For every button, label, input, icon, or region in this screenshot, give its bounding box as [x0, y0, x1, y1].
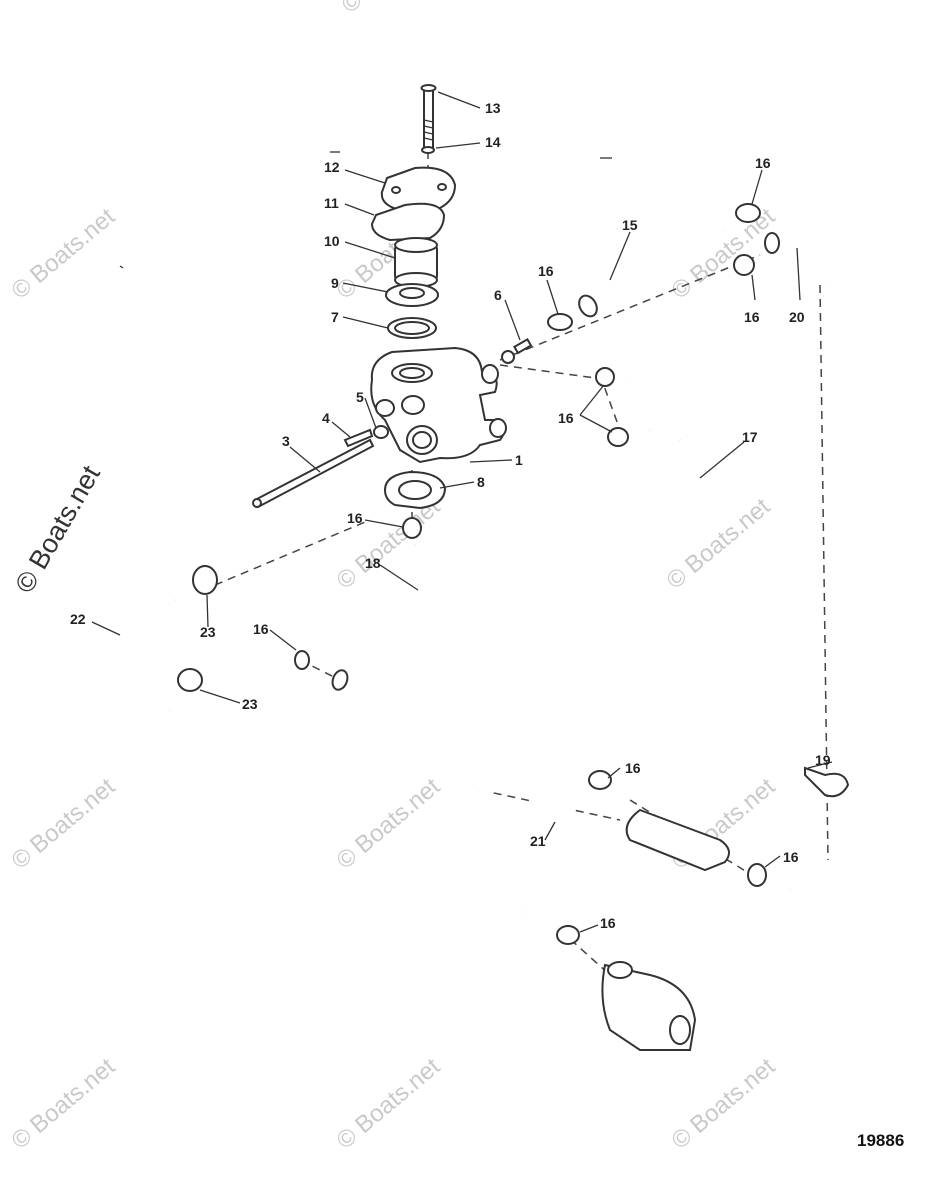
- cover-plate-part-12: [380, 166, 457, 212]
- callout-16: 16: [600, 915, 616, 931]
- callout-4: 4: [322, 410, 330, 426]
- hose-part-15: [578, 221, 730, 318]
- gasket-hole: [398, 480, 432, 500]
- callout-23: 23: [242, 696, 258, 712]
- plate-hole: [437, 183, 447, 191]
- hose-part-21: [473, 745, 631, 921]
- callout-12: 12: [324, 159, 340, 175]
- hose-clamps: [177, 203, 767, 945]
- callout-15: 15: [622, 217, 638, 233]
- callout-8: 8: [477, 474, 485, 490]
- watermark: © Boats.net: [7, 773, 121, 875]
- callout-22: 22: [70, 611, 86, 627]
- callout-23: 23: [200, 624, 216, 640]
- callout-6: 6: [494, 287, 502, 303]
- hose-part-22: [98, 589, 179, 743]
- stud-end: [252, 498, 262, 508]
- callout-14: 14: [485, 134, 501, 150]
- watermark: © Boats.net: [332, 1053, 446, 1155]
- clamp-16: [735, 203, 761, 223]
- gasket-part-11: [370, 202, 446, 242]
- clamp-16: [588, 770, 612, 790]
- callout-16: 16: [347, 510, 363, 526]
- clamp-16: [607, 427, 629, 447]
- bolt-part-13: [420, 84, 437, 154]
- callout-16: 16: [625, 760, 641, 776]
- watermark: © Boats.net: [332, 773, 446, 875]
- callout-1: 1: [515, 452, 523, 468]
- watermark: © Boats.net: [662, 493, 776, 595]
- watermark-large: © Boats.net: [9, 460, 106, 598]
- clamp-16: [402, 517, 422, 539]
- stray-mark: [119, 265, 124, 269]
- callout-13: 13: [485, 100, 501, 116]
- callout-19: 19: [815, 752, 831, 768]
- clamp-part-19: [804, 766, 850, 798]
- clamp-23: [177, 668, 203, 692]
- callout-16: 16: [744, 309, 760, 325]
- seal-ring-inner: [394, 321, 430, 335]
- callout-17: 17: [742, 429, 758, 445]
- callout-9: 9: [331, 275, 339, 291]
- clamp-16: [595, 367, 615, 387]
- callout-20: 20: [789, 309, 805, 325]
- callout-labels: 13 14 12 11 10 9 7 6 5 4 3 1 8 15 16 16 …: [70, 100, 831, 931]
- callout-10: 10: [324, 233, 340, 249]
- watermark: © Boats.net: [337, 0, 451, 19]
- clamp-23: [192, 565, 218, 595]
- callout-7: 7: [331, 309, 339, 325]
- plug-part-6: [501, 338, 533, 364]
- hose-part-20: [764, 221, 839, 286]
- pump-part: [601, 961, 697, 1051]
- cooler-part: [625, 808, 730, 872]
- figure-number: 19886: [857, 1131, 904, 1150]
- callout-16: 16: [755, 155, 771, 171]
- watermark: © Boats.net: [667, 1053, 781, 1155]
- callout-16: 16: [783, 849, 799, 865]
- clamp-16: [294, 650, 310, 670]
- callout-16: 16: [558, 410, 574, 426]
- clamp-16: [556, 925, 580, 945]
- callout-5: 5: [356, 389, 364, 405]
- callout-16: 16: [538, 263, 554, 279]
- callout-11: 11: [324, 195, 339, 211]
- watermark: © Boats.net: [7, 203, 121, 305]
- thermostat-part-10: [394, 237, 438, 288]
- callout-3: 3: [282, 433, 290, 449]
- stud-part-4: [343, 428, 374, 448]
- long-stud-part-3: [253, 438, 375, 509]
- fitting-part-5: [373, 425, 389, 439]
- watermark: © Boats.net: [7, 1053, 121, 1155]
- clamp-16: [547, 313, 573, 331]
- thermostat-housing-part-1: [370, 346, 507, 464]
- hose-part-17: [629, 369, 742, 489]
- hose-part-18: [331, 542, 449, 734]
- leader-lines: [91, 91, 833, 933]
- washer-part-14: [421, 146, 435, 154]
- callout-21: 21: [530, 833, 546, 849]
- callout-18: 18: [365, 555, 381, 571]
- hose-lower-right: [781, 864, 839, 929]
- clamp-16: [733, 254, 755, 276]
- clamp-16: [747, 863, 767, 887]
- callout-16: 16: [253, 621, 269, 637]
- thermostat-base-part-9: [385, 283, 439, 307]
- plate-hole: [391, 186, 401, 194]
